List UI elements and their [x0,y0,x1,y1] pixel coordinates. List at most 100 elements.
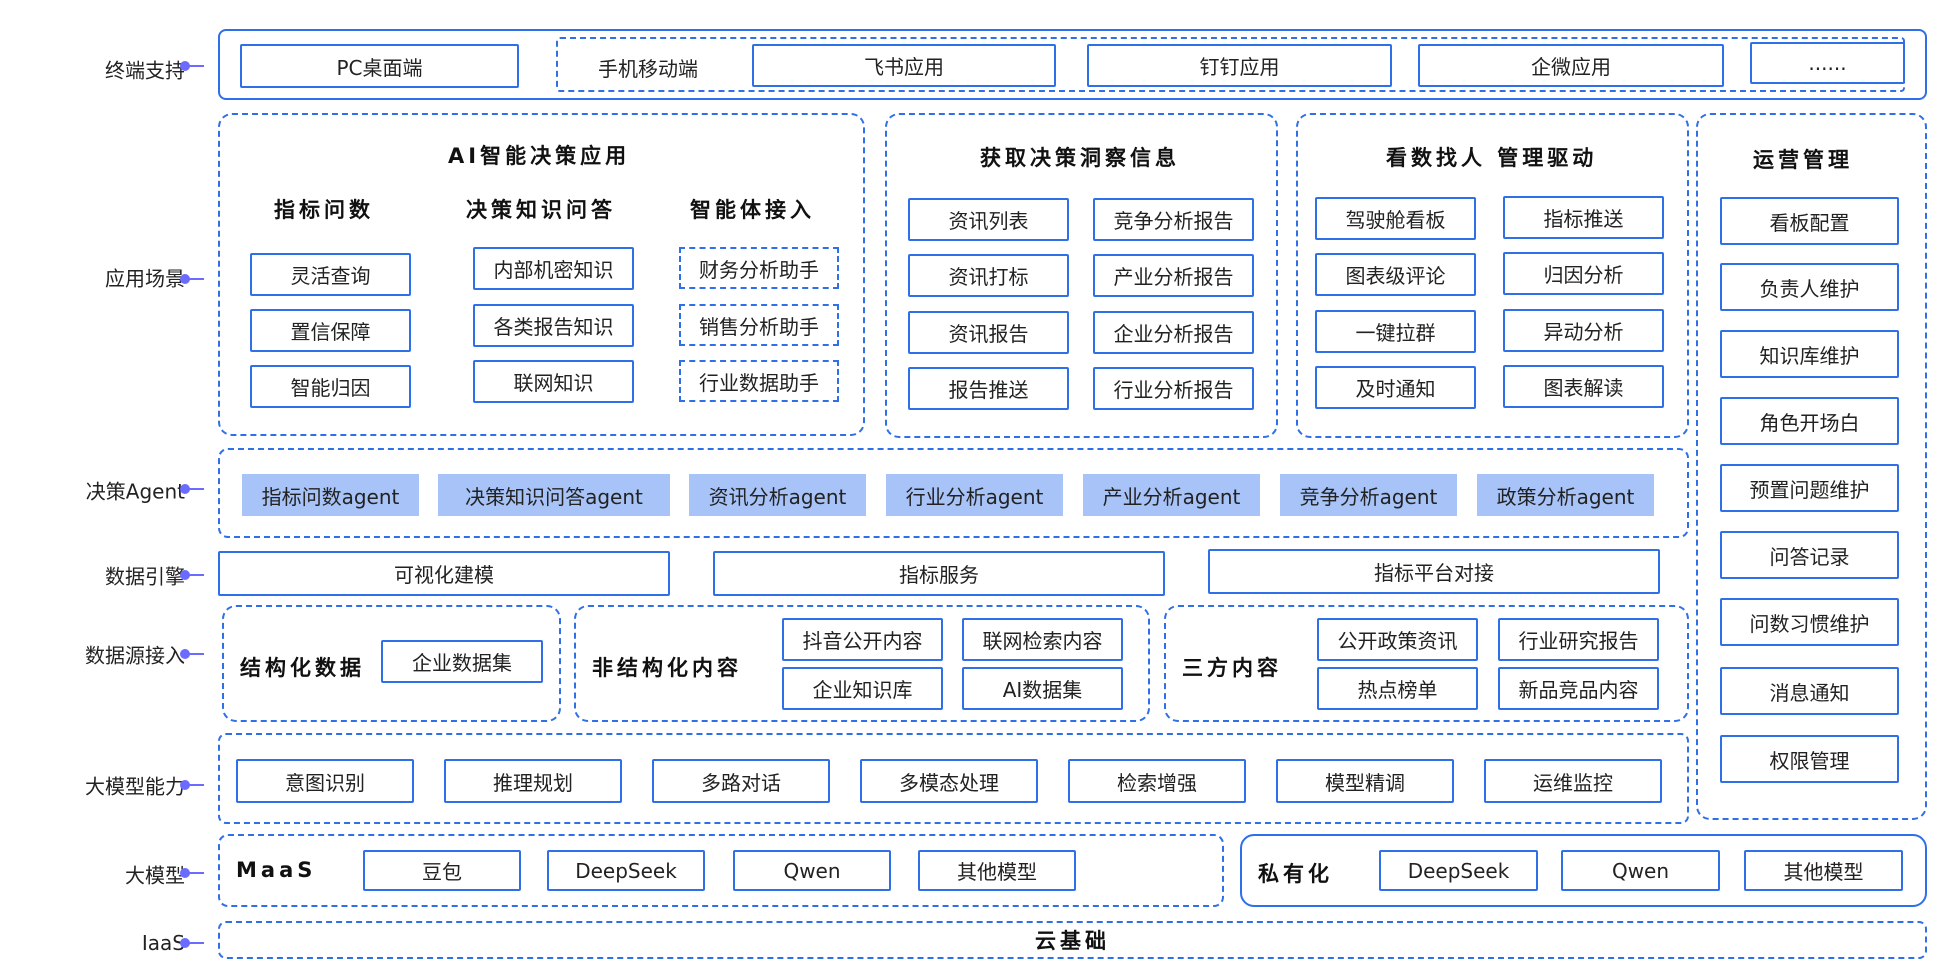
connector-dot [180,868,190,878]
ai-col2-item: 联网知识 [473,360,634,403]
private-title: 私有化 [1258,862,1333,886]
connector-dot [180,938,190,948]
mobile-label: 手机移动端 [598,57,698,81]
ops-item: 看板配置 [1720,197,1899,245]
insight-right-item: 产业分析报告 [1093,254,1254,297]
agent-chip: 资讯分析agent [689,474,866,516]
capability-box: 意图识别 [236,759,414,803]
ai-col2-item: 各类报告知识 [473,304,634,347]
connector-line [186,488,204,490]
drive-left-item: 一键拉群 [1315,310,1476,353]
insight-right-item: 行业分析报告 [1093,367,1254,410]
layer-label-model: 大模型 [125,863,185,888]
layer-label-scenario: 应用场景 [105,266,185,291]
iaas-title: 云基础 [1035,929,1110,953]
terminal-app-box: 飞书应用 [752,44,1056,87]
insight-left-item: 资讯报告 [908,311,1069,354]
connector-dot [180,649,190,659]
agent-chip: 行业分析agent [886,474,1063,516]
private-model-box: DeepSeek [1379,850,1538,891]
drive-frame [1296,113,1689,438]
connector-line [186,278,204,280]
connector-dot [180,570,190,580]
connector-line [186,872,204,874]
layer-label-terminal: 终端支持 [105,58,185,83]
ai-col2-item: 内部机密知识 [473,247,634,290]
ops-item: 消息通知 [1720,667,1899,715]
insight-title: 获取决策洞察信息 [980,146,1180,170]
drive-right-item: 异动分析 [1503,309,1664,352]
insight-right-item: 竞争分析报告 [1093,198,1254,241]
thirdparty-item: 公开政策资讯 [1317,618,1478,661]
terminal-app-box: ...... [1750,42,1905,84]
connector-dot [180,484,190,494]
thirdparty-frame [1164,605,1689,722]
terminal-pc-box: PC桌面端 [240,44,519,88]
agent-chip: 指标问数agent [242,474,419,516]
connector-dot [180,780,190,790]
ops-title: 运营管理 [1753,148,1853,172]
ops-item: 知识库维护 [1720,330,1899,378]
insight-left-item: 资讯打标 [908,254,1069,297]
ai-col2-title: 决策知识问答 [466,198,616,222]
ops-item: 预置问题维护 [1720,464,1899,512]
maas-model-box: DeepSeek [547,850,705,891]
structured-title: 结构化数据 [240,656,365,680]
insight-frame [885,113,1278,438]
maas-frame [218,834,1224,907]
capability-box: 运维监控 [1484,759,1662,803]
insight-left-item: 报告推送 [908,367,1069,410]
capability-box: 多路对话 [652,759,830,803]
drive-title: 看数找人 管理驱动 [1386,146,1598,170]
ai-col1-item: 置信保障 [250,309,411,352]
agent-chip: 竞争分析agent [1280,474,1457,516]
connector-line [186,784,204,786]
ai-col1-title: 指标问数 [274,198,374,222]
structured-item: 企业数据集 [381,640,543,683]
agent-chip: 决策知识问答agent [438,474,670,516]
unstructured-item: 企业知识库 [782,667,943,710]
private-model-box: Qwen [1561,850,1720,891]
ops-item: 负责人维护 [1720,263,1899,311]
ops-frame [1696,113,1927,820]
unstructured-item: AI数据集 [962,667,1123,710]
insight-left-item: 资讯列表 [908,198,1069,241]
unstructured-item: 抖音公开内容 [782,618,943,661]
maas-title: MaaS [236,858,317,882]
thirdparty-item: 新品竞品内容 [1498,667,1659,710]
ai-app-title: AI智能决策应用 [448,144,631,168]
maas-model-box: Qwen [733,850,891,891]
ai-col3-item: 行业数据助手 [679,360,839,402]
private-model-box: 其他模型 [1744,850,1903,891]
ops-item: 权限管理 [1720,735,1899,783]
capability-frame [218,733,1689,824]
drive-left-item: 图表级评论 [1315,253,1476,296]
connector-line [186,653,204,655]
connector-line [186,65,204,67]
unstructured-item: 联网检索内容 [962,618,1123,661]
drive-left-item: 驾驶舱看板 [1315,197,1476,240]
ops-item: 问答记录 [1720,531,1899,579]
layer-label-agent: 决策Agent [85,479,185,504]
maas-model-box: 其他模型 [918,850,1076,891]
drive-right-item: 归因分析 [1503,252,1664,295]
connector-dot [180,61,190,71]
unstructured-frame [574,605,1150,722]
layer-label-capability: 大模型能力 [85,774,185,799]
capability-box: 模型精调 [1276,759,1454,803]
engine-box: 指标平台对接 [1208,549,1660,594]
thirdparty-item: 行业研究报告 [1498,618,1659,661]
connector-line [186,574,204,576]
agent-chip: 政策分析agent [1477,474,1654,516]
ops-item: 角色开场白 [1720,397,1899,445]
thirdparty-title: 三方内容 [1182,656,1282,680]
unstructured-title: 非结构化内容 [592,656,742,680]
terminal-app-box: 钉钉应用 [1087,44,1392,87]
terminal-frame [218,29,1927,100]
agent-frame [218,448,1689,538]
ai-col3-item: 销售分析助手 [679,304,839,346]
connector-dot [180,274,190,284]
thirdparty-item: 热点榜单 [1317,667,1478,710]
layer-label-engine: 数据引擎 [105,564,185,589]
connector-line [186,942,204,944]
